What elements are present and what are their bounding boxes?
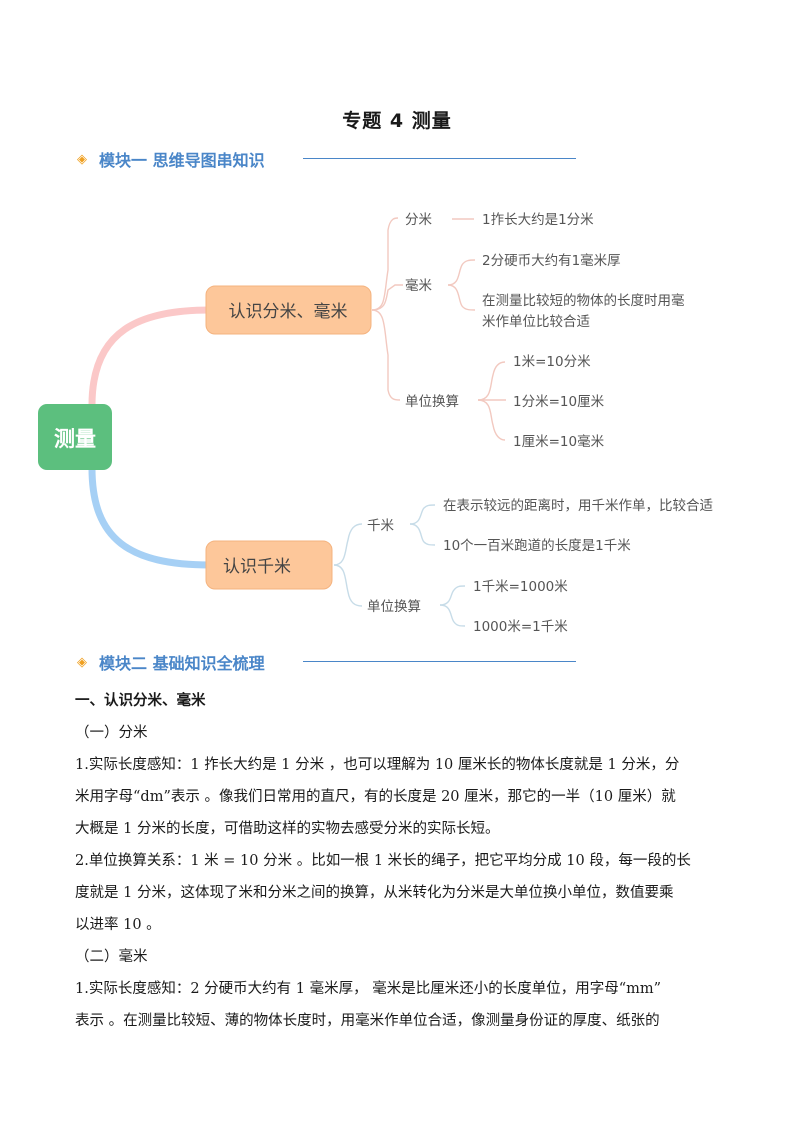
sub-dm-label: 分米 (405, 212, 432, 228)
paragraph-line: 1.实际长度感知：2 分硬币大约有 1 毫米厚， 毫米是比厘米还小的长度单位，用… (75, 981, 662, 997)
module-two-header: ◈ 模块二 基础知识全梳理 (77, 650, 576, 674)
sub-convert1-item-2: 1分米=10厘米 (513, 394, 605, 410)
diamond-icon: ◈ (77, 654, 87, 670)
module-two-rule (303, 661, 576, 662)
branch1-label: 认识分米、毫米 (229, 302, 348, 322)
sub-mm-item-2b: 米作单位比较合适 (482, 314, 590, 330)
module-one-rule (303, 158, 576, 159)
sub-km-item-1: 在表示较远的距离时，用千米作单，比较合适 (443, 497, 713, 514)
paragraph-line: 大概是 1 分米的长度，可借助这样的实物去感受分米的实际长短。 (75, 821, 500, 837)
subsection-millimeter: （二）毫米 (75, 949, 148, 965)
sub-km-item-2: 10个一百米跑道的长度是1千米 (443, 538, 631, 554)
diamond-icon: ◈ (77, 151, 87, 167)
paragraph-line: 度就是 1 分米，这体现了米和分米之间的换算，从米转化为分米是大单位换小单位，数… (75, 885, 674, 901)
module-two-label: 模块二 基础知识全梳理 (99, 654, 265, 673)
branch2-label: 认识千米 (223, 557, 291, 577)
knowledge-content: 一、认识分米、毫米 （一）分米 1.实际长度感知：1 拃长大约是 1 分米 ，也… (75, 685, 725, 1037)
paragraph-line: 2.单位换算关系：1 米 = 10 分米 。比如一根 1 米长的绳子，把它平均分… (75, 853, 691, 869)
branch1-node (205, 285, 372, 335)
sub-convert1-item-3: 1厘米=10毫米 (513, 433, 605, 450)
mind-map: 测量 认识分米、毫米 分米 1拃长大约是1分米 毫米 2分硬币大约有1毫米厚 在… (38, 212, 713, 635)
paragraph-line: 表示 。在测量比较短、薄的物体长度时，用毫米作单位合适，像测量身份证的厚度、纸张… (75, 1013, 660, 1029)
root-node (38, 404, 112, 470)
branch2-node (205, 540, 333, 590)
sub-mm-label: 毫米 (405, 277, 432, 294)
root-label: 测量 (54, 427, 96, 451)
module-one-header: ◈ 模块一 思维导图串知识 (77, 147, 576, 171)
sub-mm-item-1: 2分硬币大约有1毫米厚 (482, 252, 621, 269)
section-heading: 一、认识分米、毫米 (75, 693, 206, 709)
sub-convert2-item-2: 1000米=1千米 (473, 619, 568, 635)
sub-mm-item-2a: 在测量比较短的物体的长度时用毫 (482, 292, 685, 309)
sub-convert1-label: 单位换算 (405, 394, 459, 410)
subsection-decimeter: （一）分米 (75, 725, 148, 741)
sub-dm-item-1: 1拃长大约是1分米 (482, 212, 594, 228)
sub-km-label: 千米 (367, 518, 394, 534)
sub-convert2-item-1: 1千米=1000米 (473, 579, 568, 595)
sub-convert2-label: 单位换算 (367, 599, 421, 615)
module-one-label: 模块一 思维导图串知识 (99, 151, 265, 170)
branch-curve-lower (88, 467, 211, 569)
sub-convert1-item-1: 1米=10分米 (513, 354, 591, 370)
branch-curve-upper (88, 306, 211, 406)
paragraph-line: 以进率 10 。 (75, 917, 161, 933)
page-title: 专题 4 测量 (342, 110, 452, 132)
paragraph-line: 1.实际长度感知：1 拃长大约是 1 分米 ，也可以理解为 10 厘米长的物体长… (75, 757, 680, 773)
paragraph-line: 米用字母“dm”表示 。像我们日常用的直尺，有的长度是 20 厘米，那它的一半（… (75, 789, 676, 805)
